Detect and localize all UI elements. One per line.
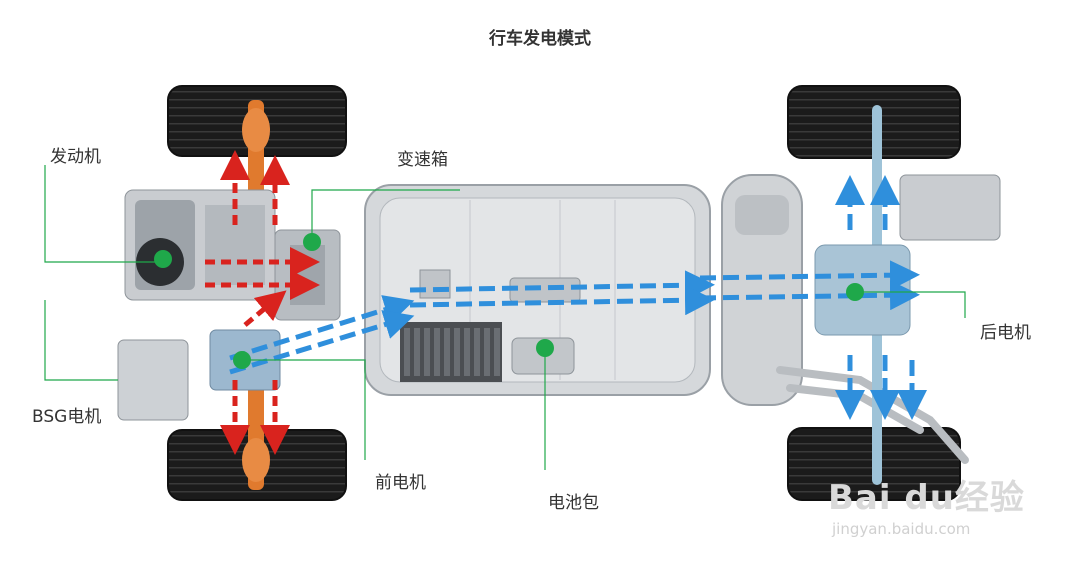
watermark-url: jingyan.baidu.com	[832, 520, 971, 538]
engine-marker	[154, 250, 172, 268]
engine-label: 发动机	[50, 147, 101, 167]
rear-motor-label: 后电机	[980, 323, 1031, 343]
battery-pack-marker	[536, 339, 554, 357]
bsg-motor-unit	[117, 339, 189, 421]
watermark-brand: Bai du经验	[828, 478, 1025, 518]
bsg-motor-label: BSG电机	[32, 407, 102, 427]
gearbox-label: 变速箱	[397, 150, 448, 170]
battery-pack-label: 电池包	[548, 493, 599, 513]
diagram-title: 行车发电模式	[489, 29, 591, 49]
gearbox-marker	[303, 233, 321, 251]
engine-block	[124, 189, 276, 301]
rear-motor-marker	[846, 283, 864, 301]
leader-lines	[44, 165, 966, 470]
front-motor-marker	[233, 351, 251, 369]
front-motor-label: 前电机	[375, 473, 426, 493]
fuel-tank	[721, 174, 803, 406]
electric-flow-arrows	[229, 175, 927, 420]
engine-flow-arrows	[205, 150, 320, 455]
